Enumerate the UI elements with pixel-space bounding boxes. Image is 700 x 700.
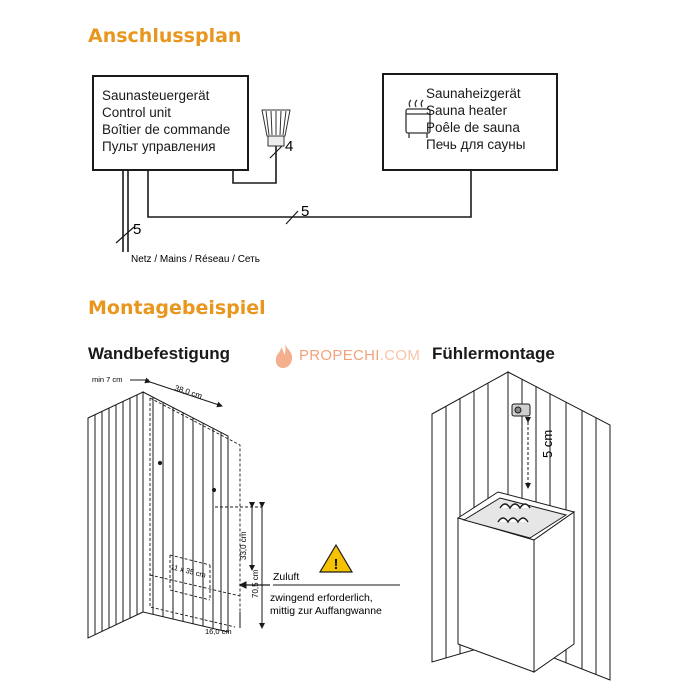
- sensor-distance: 5 cm: [540, 430, 555, 458]
- heater-cable: [147, 171, 472, 218]
- heater-labels: Saunaheizgerät Sauna heater Poêle de sau…: [426, 85, 525, 153]
- heater-icon: [405, 99, 431, 138]
- heading-anschlussplan: Anschlussplan: [88, 25, 242, 47]
- heater-label-fr: Poêle de sauna: [426, 120, 520, 135]
- watermark-part2: .COM: [379, 346, 421, 364]
- sensor-cable-tick: [269, 145, 283, 159]
- svg-text:!: !: [334, 556, 339, 573]
- heater-label-ru: Печь для сауны: [426, 137, 526, 152]
- control-unit-label-ru: Пульт управления: [102, 139, 216, 154]
- sauna-heater-box: Saunaheizgerät Sauna heater Poêle de sau…: [382, 73, 558, 171]
- wall-mounting-title: Wandbefestigung: [88, 344, 230, 363]
- heater-label-de: Saunaheizgerät: [426, 86, 521, 101]
- supply-air-note-1: zwingend erforderlich,: [270, 592, 373, 604]
- back-wall: [142, 391, 229, 633]
- mains-wire-count: 5: [133, 221, 141, 238]
- heading-montagebeispiel: Montagebeispiel: [88, 297, 266, 319]
- watermark-part1: PROPECHI: [299, 346, 380, 364]
- watermark: PROPECHI.COM: [272, 340, 420, 370]
- heater-wire-count: 5: [301, 203, 309, 220]
- control-unit-label-fr: Boîtier de commande: [102, 122, 231, 137]
- mains-label: Netz / Mains / Réseau / Сеть: [131, 254, 260, 265]
- dim-width-line: [144, 377, 223, 408]
- sensor-mounting-title: Fühlermontage: [432, 344, 555, 363]
- dim-upper: 33,0 cm: [239, 531, 248, 560]
- heater-cable-tick: [285, 210, 299, 225]
- supply-air-label: Zuluft: [273, 571, 299, 583]
- sensor-cable: [232, 146, 277, 184]
- control-unit-box: Saunasteuergerät Control unit Boîtier de…: [92, 75, 249, 171]
- supply-air-note-2: mittig zur Auffangwanne: [270, 605, 382, 617]
- temperature-sensor-icon: [261, 109, 291, 147]
- control-unit-label-de: Saunasteuergerät: [102, 88, 210, 103]
- warning-icon: !: [318, 543, 354, 573]
- control-unit-label-en: Control unit: [102, 105, 172, 120]
- mounting-outline: [149, 398, 236, 628]
- control-unit-labels: Saunasteuergerät Control unit Boîtier de…: [102, 87, 230, 155]
- heater-label-en: Sauna heater: [426, 103, 508, 118]
- wall-sensor-icon: [511, 403, 531, 417]
- mains-cable-tick: [115, 226, 135, 244]
- dim-total-height: 70,5 cm: [251, 569, 260, 598]
- sensor-wire-count: 4: [285, 138, 293, 155]
- sauna-heater-3d: [456, 491, 576, 673]
- flame-icon: [275, 342, 293, 368]
- dim-min-gap: min 7 cm: [92, 375, 122, 384]
- dim-bottom: 16,0 cm: [205, 627, 232, 636]
